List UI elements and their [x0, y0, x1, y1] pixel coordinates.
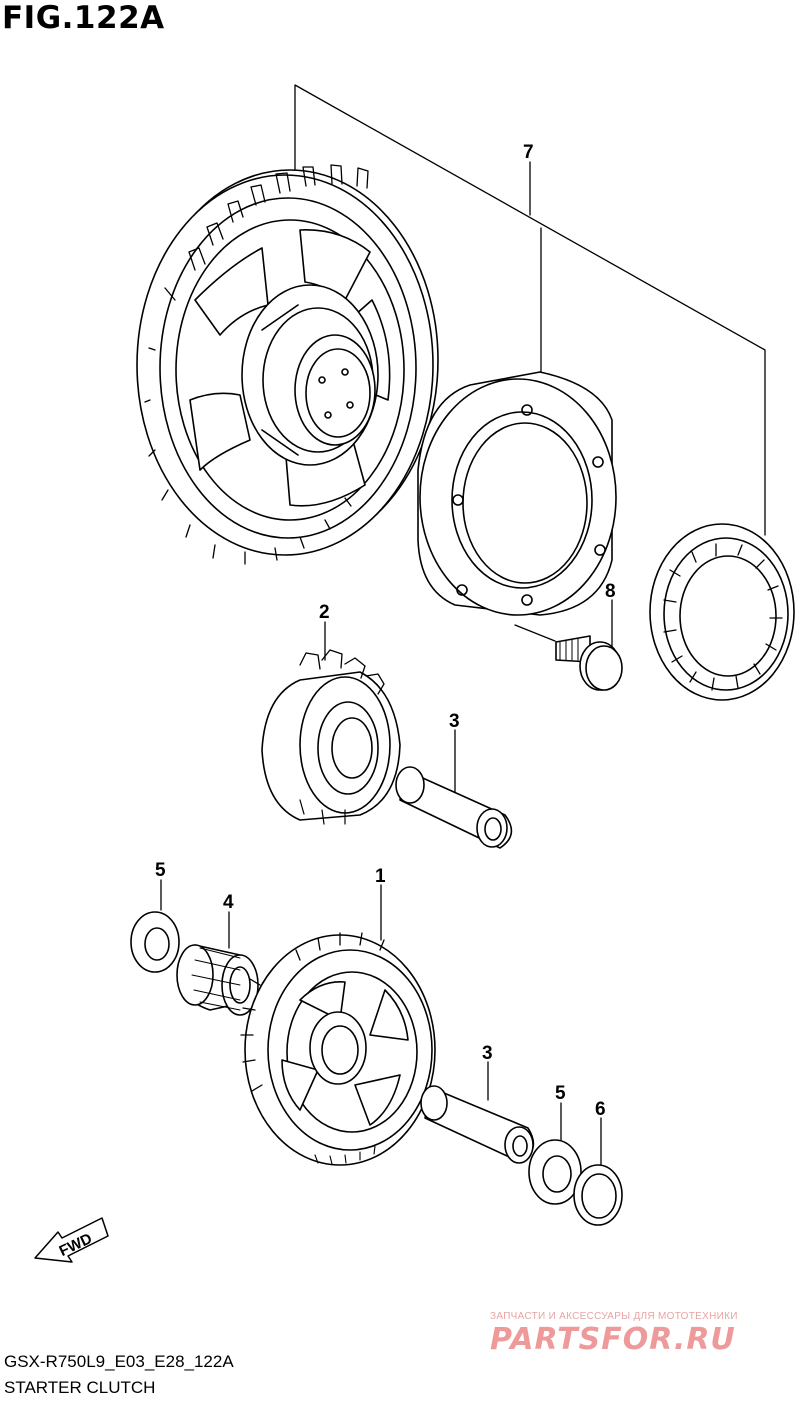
callout-5-left: 5: [155, 860, 166, 881]
callout-2: 2: [319, 602, 330, 623]
watermark-logo: PARTSFOR.RU: [490, 1322, 736, 1357]
watermark-tagline: ЗАПЧАСТИ И АКСЕССУАРЫ ДЛЯ МОТОТЕХНИКИ: [490, 1311, 738, 1322]
callout-1: 1: [375, 866, 386, 887]
gear-teeth: [144, 164, 369, 565]
shaft-upper: [395, 766, 513, 849]
callout-8: 8: [605, 581, 616, 602]
starter-driven-gear: [136, 164, 439, 565]
shaft-lower: [420, 1085, 535, 1164]
model-code: GSX-R750L9_E03_E28_122A: [4, 1352, 234, 1371]
callout-5-right: 5: [555, 1083, 566, 1104]
housing-bolt: [555, 635, 623, 691]
callout-6: 6: [595, 1099, 606, 1120]
figure-title: FIG.122A: [2, 0, 165, 36]
leader-lines: [160, 84, 766, 1166]
callout-labels: 7 8 2 3 5 4 1 3 5 6: [155, 142, 616, 1120]
fwd-arrow-badge: FWD: [34, 1217, 109, 1263]
callout-4: 4: [223, 892, 234, 913]
callout-3-lower: 3: [482, 1043, 493, 1064]
washer-left: [130, 911, 180, 973]
starter-gear-lower: [240, 932, 436, 1166]
section-name: STARTER CLUTCH: [4, 1378, 156, 1397]
callout-3-upper: 3: [449, 711, 460, 732]
circlip: [573, 1164, 623, 1226]
washer-right: [528, 1139, 582, 1205]
idle-gear: [261, 649, 401, 825]
needle-bearing: [176, 944, 259, 1016]
starter-clutch-housing: [417, 371, 617, 616]
callout-7: 7: [523, 142, 534, 163]
one-way-clutch: [649, 523, 795, 701]
